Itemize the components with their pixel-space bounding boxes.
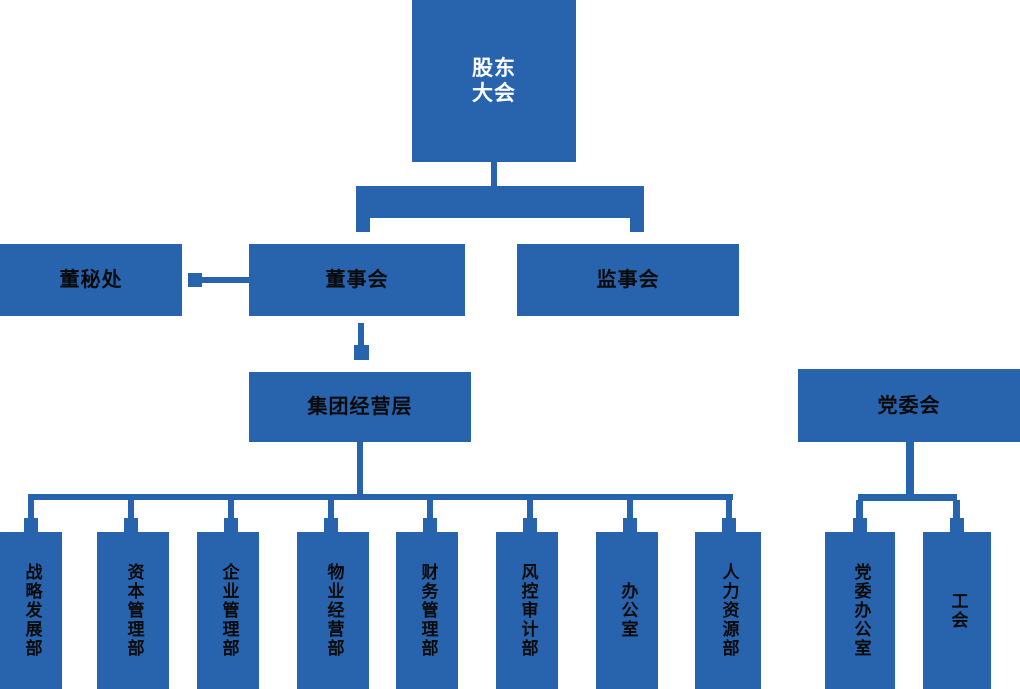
connector-nub-party-department <box>950 518 964 532</box>
node-party-department[interactable]: 工会 <box>923 532 991 689</box>
connector-drop-department <box>427 500 433 518</box>
connector-board-secretary-link <box>202 277 249 283</box>
node-label: 企业管理部 <box>218 563 239 658</box>
node-department[interactable]: 资本管理部 <box>97 532 169 689</box>
node-department[interactable]: 企业管理部 <box>197 532 259 689</box>
connector-management-rail <box>28 494 733 500</box>
connector-root-rail <box>356 186 644 218</box>
connector-nub-department <box>224 518 238 532</box>
node-label: 工会 <box>947 591 968 630</box>
node-board-of-directors[interactable]: 董事会 <box>249 244 465 316</box>
connector-nub-left <box>356 218 370 232</box>
connector-nub-party-department <box>853 518 867 532</box>
node-department[interactable]: 战略发展部 <box>0 532 62 689</box>
node-label: 人力资源部 <box>718 563 739 658</box>
connector-nub-department <box>523 518 537 532</box>
connector-drop-department <box>726 500 732 518</box>
connector-party-rail <box>858 494 957 501</box>
node-party-department[interactable]: 党委办公室 <box>825 532 895 689</box>
node-label: 董秘处 <box>59 267 123 292</box>
connector-nub-department <box>124 518 138 532</box>
connector-nub-department <box>324 518 338 532</box>
connector-drop-department <box>527 500 533 518</box>
connector-drop-department <box>228 500 234 518</box>
node-label: 战略发展部 <box>21 563 42 658</box>
node-department[interactable]: 物业经营部 <box>297 532 369 689</box>
connector-management-stem <box>357 442 363 494</box>
node-board-secretary-office[interactable]: 董秘处 <box>0 244 182 316</box>
node-label: 集团经营层 <box>307 394 413 419</box>
connector-directors-stem <box>358 323 364 345</box>
node-label: 党委办公室 <box>850 563 871 658</box>
node-label: 股东 大会 <box>472 56 516 105</box>
connector-drop-party-department <box>856 500 863 518</box>
connector-nub-board-secretary <box>188 273 202 287</box>
node-party-committee[interactable]: 党委会 <box>798 369 1020 442</box>
node-label: 物业经营部 <box>323 563 344 658</box>
node-label: 资本管理部 <box>123 563 144 658</box>
node-department[interactable]: 办公室 <box>596 532 658 689</box>
connector-nub-right <box>630 218 644 232</box>
node-department[interactable]: 风控审计部 <box>496 532 558 689</box>
node-group-management[interactable]: 集团经营层 <box>249 372 471 442</box>
connector-drop-department <box>627 500 633 518</box>
connector-drop-party-department <box>953 500 960 518</box>
connector-party-stem <box>906 442 914 494</box>
node-label: 董事会 <box>325 267 389 292</box>
connector-nub-department <box>423 518 437 532</box>
node-label: 监事会 <box>596 267 660 292</box>
connector-drop-department <box>28 500 34 518</box>
node-shareholders-meeting[interactable]: 股东 大会 <box>412 0 576 162</box>
connector-drop-department <box>328 500 334 518</box>
node-label: 财务管理部 <box>417 563 438 658</box>
connector-nub-department <box>623 518 637 532</box>
node-board-of-supervisors[interactable]: 监事会 <box>517 244 739 316</box>
connector-nub-department <box>24 518 38 532</box>
node-label: 党委会 <box>877 392 941 417</box>
connector-nub-department <box>722 518 736 532</box>
node-department[interactable]: 人力资源部 <box>695 532 761 689</box>
node-department[interactable]: 财务管理部 <box>396 532 458 689</box>
connector-root-stem <box>491 162 497 188</box>
connector-nub-management <box>354 345 369 360</box>
node-label: 风控审计部 <box>517 563 538 658</box>
node-label: 办公室 <box>617 582 638 639</box>
connector-drop-department <box>128 500 134 518</box>
